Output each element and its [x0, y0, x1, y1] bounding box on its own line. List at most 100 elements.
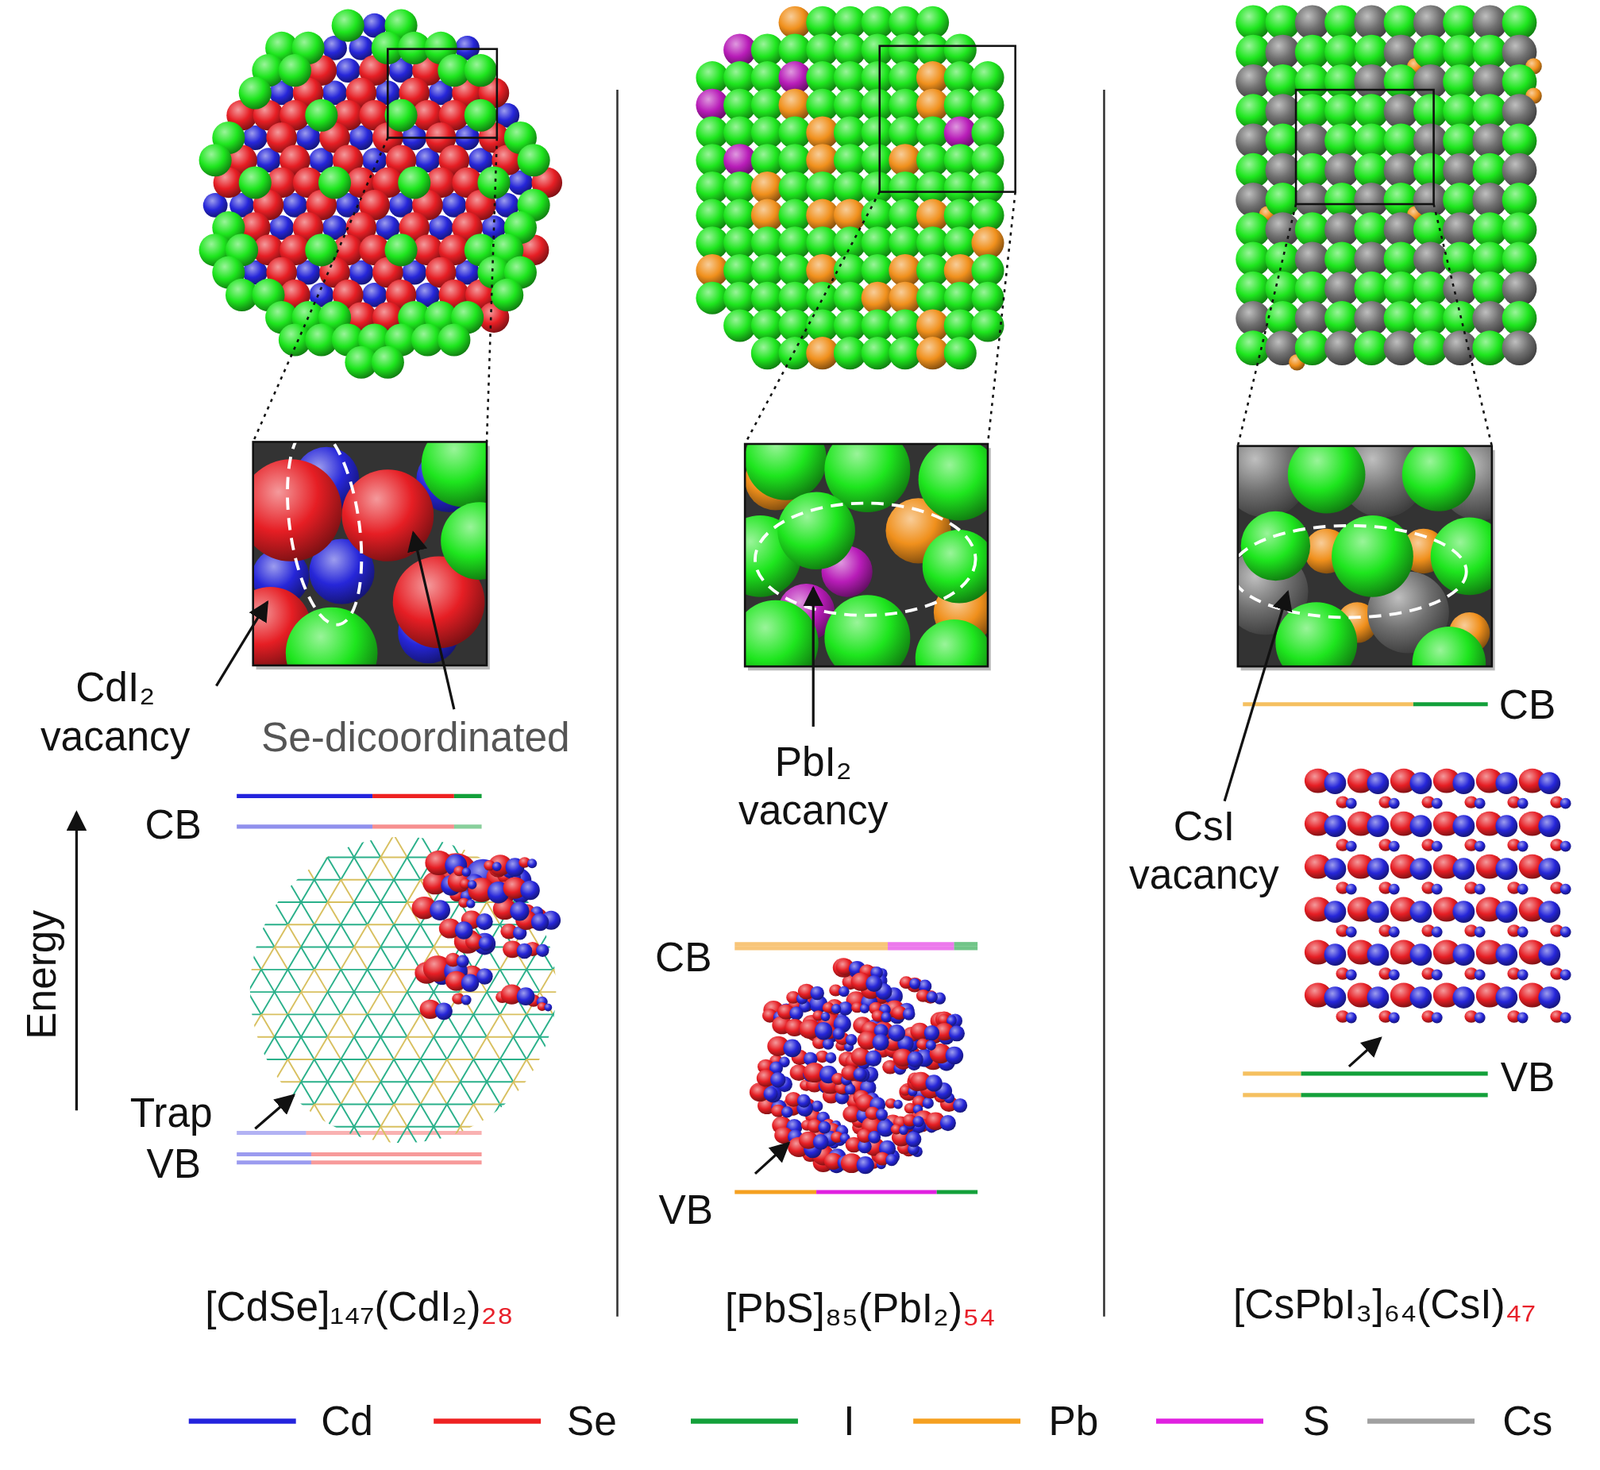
orbital-lobe	[880, 1011, 891, 1022]
lattice-bond	[274, 1080, 301, 1083]
atom-sphere	[1472, 330, 1508, 366]
lattice-bond	[447, 833, 474, 836]
energy-level	[372, 824, 455, 829]
lattice-bond	[553, 969, 567, 992]
lattice-bond	[327, 990, 355, 993]
lattice-bond	[300, 1081, 315, 1104]
energy-level	[372, 794, 455, 799]
lattice-bond	[300, 991, 315, 1014]
lattice-bond	[314, 879, 341, 881]
lattice-bond	[473, 1013, 500, 1015]
lattice-bond	[287, 924, 301, 947]
orbital-lobe	[1345, 926, 1358, 938]
lattice-bond	[261, 856, 275, 880]
lattice-bond	[367, 879, 394, 881]
lattice-bond	[367, 1013, 382, 1037]
lattice-bond	[526, 1126, 540, 1149]
lattice-bond	[553, 1148, 567, 1172]
zoom-leader	[253, 137, 389, 442]
lattice-bond	[553, 1013, 580, 1015]
orbital-lobe	[922, 1097, 934, 1109]
lattice-bond	[367, 1059, 382, 1082]
pointer-arrow	[755, 1142, 789, 1174]
lattice-bond	[473, 1148, 487, 1172]
lattice-bond	[539, 1080, 567, 1083]
legend-swatch	[913, 1418, 1021, 1423]
orbital-lobe	[466, 898, 475, 908]
lattice-bond	[247, 1081, 262, 1104]
lattice-bond	[420, 1103, 434, 1126]
atom-sphere	[1324, 34, 1360, 70]
atom-sphere	[1442, 34, 1478, 70]
lattice-bond	[473, 1081, 487, 1104]
lattice-bond	[393, 856, 408, 880]
lattice-bond	[327, 924, 342, 947]
orbital-lobe	[1431, 926, 1443, 938]
lattice-bond	[340, 991, 355, 1014]
orbital-lobe	[1345, 840, 1358, 853]
orbital-lobe	[1409, 900, 1432, 923]
zoom-leader	[987, 192, 1016, 444]
orbital-lobe	[1452, 814, 1475, 837]
orbital-lobe	[1495, 943, 1518, 966]
lattice-bond	[314, 1103, 341, 1106]
lattice-bond	[247, 1059, 262, 1082]
atom-sphere	[1442, 271, 1478, 307]
orbital-lobe	[845, 1033, 858, 1046]
lattice-bond	[380, 1036, 407, 1038]
formula-count: ₅₄	[962, 1285, 996, 1332]
lattice-bond	[367, 1037, 382, 1060]
lattice-bond	[460, 1036, 487, 1038]
lattice-bond	[261, 923, 288, 926]
lattice-bond	[367, 1103, 382, 1126]
lattice-bond	[274, 946, 301, 949]
lattice-bond	[327, 856, 342, 880]
lattice-bond	[380, 1037, 394, 1060]
lattice-bond	[340, 1058, 367, 1061]
lattice-bond	[460, 834, 475, 857]
atom-sphere	[1295, 93, 1331, 129]
lattice-bond	[566, 1080, 593, 1083]
lattice-bond	[314, 1148, 341, 1150]
formula-count: ₄₇	[1505, 1280, 1537, 1327]
atom-sphere	[490, 278, 524, 312]
lattice-bond	[300, 856, 315, 880]
lattice-bond	[433, 1126, 448, 1149]
lattice-bond	[447, 1103, 461, 1126]
lattice-bond	[473, 1059, 487, 1082]
atom-sphere	[1442, 212, 1478, 247]
atom-sphere	[918, 443, 988, 521]
lattice-bond	[287, 902, 301, 925]
lattice-bond	[340, 1013, 355, 1037]
energy-level	[236, 1130, 306, 1135]
lattice-bond	[500, 834, 514, 857]
band-edge-orbital	[749, 957, 968, 1174]
lattice-bond	[314, 947, 328, 970]
atom-sphere	[1442, 64, 1478, 100]
lattice-bond	[526, 1013, 553, 1015]
lattice-bond	[327, 902, 342, 925]
lattice-bond	[287, 1013, 301, 1037]
lattice-bond	[447, 1037, 461, 1060]
lattice-bond	[500, 1103, 514, 1126]
atom-sphere	[1241, 511, 1311, 581]
atom-sphere	[1324, 242, 1360, 278]
lattice-bond	[447, 1058, 474, 1061]
orbital-lobe	[1431, 883, 1443, 895]
lattice-bond	[393, 1126, 408, 1149]
vacancy-outline	[755, 503, 976, 616]
atom-sphere	[1295, 34, 1331, 70]
atom-sphere	[421, 441, 487, 507]
lattice-bond	[235, 879, 262, 881]
lattice-bond	[221, 924, 236, 947]
lattice-bond	[354, 969, 368, 992]
atom-sphere	[318, 165, 351, 199]
orbital-lobe	[1474, 883, 1486, 895]
atom-sphere	[1413, 212, 1449, 247]
lattice-bond	[235, 1148, 249, 1172]
atom-sphere	[1442, 153, 1478, 189]
lattice-bond	[407, 990, 434, 993]
lattice-bond	[327, 834, 342, 857]
lattice-bond	[235, 923, 262, 926]
lattice-bond	[553, 1013, 567, 1037]
